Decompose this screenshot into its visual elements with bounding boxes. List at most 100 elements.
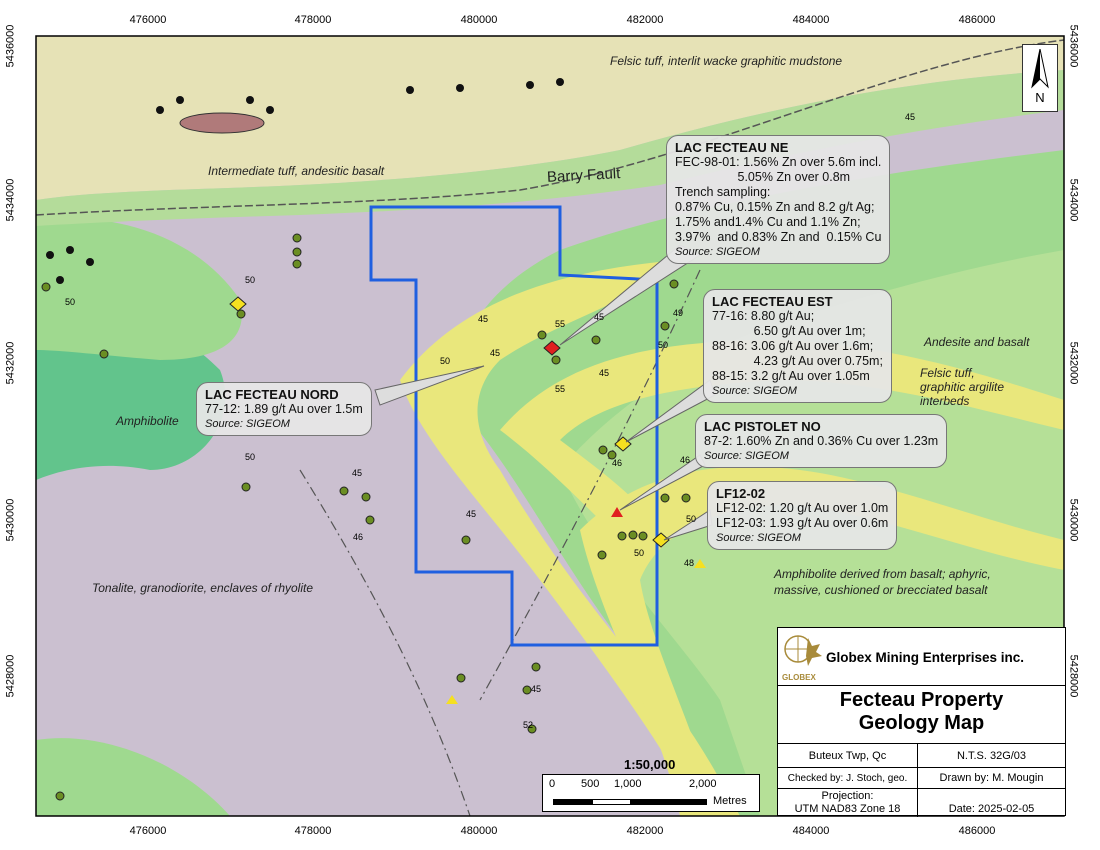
fault-line bbox=[299, 469, 471, 816]
north-label: N bbox=[1035, 90, 1045, 105]
dip-label: 45 bbox=[478, 314, 488, 324]
callout-body: FEC-98-01: 1.56% Zn over 5.6m incl. 5.05… bbox=[675, 155, 882, 244]
x-tick-label: 484000 bbox=[792, 14, 830, 26]
y-tick-label: 5432000 bbox=[4, 341, 17, 385]
callout-title: LF12-02 bbox=[716, 486, 766, 501]
x-tick-label: 482000 bbox=[626, 825, 664, 837]
callout-leaders bbox=[374, 244, 716, 541]
dip-label: 52 bbox=[523, 720, 533, 730]
dark-lens bbox=[179, 112, 265, 134]
dip-label: 46 bbox=[680, 455, 690, 465]
callout-title: LAC FECTEAU NORD bbox=[205, 387, 339, 402]
andesite-unit-sw bbox=[36, 738, 230, 816]
x-tick-label: 486000 bbox=[958, 14, 996, 26]
callout-body: 77-12: 1.89 g/t Au over 1.5m bbox=[205, 402, 363, 416]
dip-label: 45 bbox=[905, 112, 915, 122]
y-tick-label: 5430000 bbox=[4, 498, 17, 542]
callout-title: LAC PISTOLET NO bbox=[704, 419, 821, 434]
fault-line bbox=[479, 269, 701, 701]
property-outline[interactable] bbox=[369, 205, 659, 647]
callout-title: LAC FECTEAU EST bbox=[712, 294, 833, 309]
geology-label: Amphibolite derived from basalt; aphyric… bbox=[774, 567, 991, 597]
x-tick-label: 482000 bbox=[626, 14, 664, 26]
geology-label: Tonalite, granodiorite, enclaves of rhyo… bbox=[92, 581, 314, 595]
dip-label: 50 bbox=[245, 452, 255, 462]
dip-label: 50 bbox=[686, 514, 696, 524]
scale-tick: 2,000 bbox=[689, 778, 717, 790]
callout-source: Source: SIGEOM bbox=[704, 450, 789, 462]
callout-body: LF12-02: 1.20 g/t Au over 1.0m LF12-03: … bbox=[716, 501, 889, 530]
dip-label: 50 bbox=[65, 297, 75, 307]
dip-label: 50 bbox=[634, 548, 644, 558]
felsic-tuff-unit bbox=[36, 36, 1064, 200]
dip-label: 45 bbox=[599, 368, 609, 378]
x-tick-label: 478000 bbox=[294, 825, 332, 837]
dip-label: 45 bbox=[466, 509, 476, 519]
mineral-showing-icon[interactable] bbox=[652, 532, 670, 548]
map-title-line1: Fecteau Property bbox=[839, 689, 1004, 711]
title-block: GLOBEX Globex Mining Enterprises inc. Fe… bbox=[777, 627, 1066, 817]
callout-title: LAC FECTEAU NE bbox=[675, 140, 789, 155]
date: Date: 2025-02-05 bbox=[948, 803, 1035, 815]
dip-label: 55 bbox=[555, 384, 565, 394]
dip-label: 50 bbox=[658, 340, 668, 350]
dip-label: 45 bbox=[594, 312, 604, 322]
logo-text: GLOBEX bbox=[782, 673, 816, 682]
dip-label: 45 bbox=[490, 348, 500, 358]
mineral-showing-icon[interactable] bbox=[614, 436, 632, 452]
geology-label: Felsic tuff, interlit wacke graphitic mu… bbox=[610, 54, 843, 68]
checked-by: Checked by: J. Stoch, geo. bbox=[778, 768, 918, 788]
sample-points bbox=[41, 233, 691, 801]
scale-bar: 0 500 1,000 2,000 Metres bbox=[542, 774, 760, 812]
y-tick-label: 5432000 bbox=[1067, 341, 1080, 385]
scale-tick: 0 bbox=[549, 778, 556, 790]
showing-triangle-icon bbox=[446, 695, 458, 704]
geology-label: Amphibolite bbox=[116, 414, 179, 428]
dip-label: 45 bbox=[352, 468, 362, 478]
callout-body: 87-2: 1.60% Zn and 0.36% Cu over 1.23m bbox=[704, 434, 939, 448]
geology-label: Intermediate tuff, andesitic basalt bbox=[208, 164, 385, 178]
callout-source: Source: SIGEOM bbox=[712, 385, 797, 397]
y-tick-label: 5436000 bbox=[1067, 24, 1080, 68]
dip-label: 55 bbox=[555, 319, 565, 329]
dip-label: 50 bbox=[440, 356, 450, 366]
map-title: Fecteau Property Geology Map bbox=[778, 685, 1065, 743]
callout-source: Source: SIGEOM bbox=[675, 246, 760, 258]
y-tick-label: 5434000 bbox=[4, 178, 17, 222]
y-tick-label: 5436000 bbox=[4, 24, 17, 68]
drawn-by: Drawn by: M. Mougin bbox=[939, 772, 1044, 784]
scale-tick: 500 bbox=[581, 778, 600, 790]
showing-triangle-icon bbox=[611, 507, 623, 517]
x-tick-label: 484000 bbox=[792, 825, 830, 837]
mineral-showing-icon[interactable] bbox=[543, 340, 561, 356]
company-name: Globex Mining Enterprises inc. bbox=[826, 650, 1025, 665]
x-tick-label: 480000 bbox=[460, 14, 498, 26]
felsic-tuff-band bbox=[500, 340, 1064, 540]
callout-source: Source: SIGEOM bbox=[716, 532, 801, 544]
y-tick-label: 5428000 bbox=[4, 654, 17, 698]
dip-label: 49 bbox=[673, 308, 683, 318]
y-tick-label: 5430000 bbox=[1067, 498, 1080, 542]
barry-fault bbox=[36, 39, 1064, 216]
dip-label: 48 bbox=[684, 558, 694, 568]
callout-source: Source: SIGEOM bbox=[205, 418, 290, 430]
mineral-showing-icon[interactable] bbox=[229, 296, 247, 312]
map-frame bbox=[35, 35, 1065, 817]
nts-sheet: N.T.S. 32G/03 bbox=[956, 749, 1027, 762]
y-tick-label: 5428000 bbox=[1067, 654, 1080, 698]
scale-unit: Metres bbox=[713, 795, 747, 807]
geology-label: Andesite and basalt bbox=[924, 335, 1030, 349]
dip-label: 45 bbox=[531, 684, 541, 694]
felsic-tuff-band bbox=[400, 260, 740, 816]
projection: Projection: UTM NAD83 Zone 18 bbox=[778, 789, 918, 817]
geology-label: Felsic tuff, graphitic argilite interbed… bbox=[920, 366, 1005, 408]
scale-tick: 1,000 bbox=[614, 778, 642, 790]
scale-ratio: 1:50,000 bbox=[624, 757, 676, 772]
callout-body: 77-16: 8.80 g/t Au; 6.50 g/t Au over 1m;… bbox=[712, 309, 883, 383]
north-arrow-icon bbox=[1031, 48, 1049, 89]
